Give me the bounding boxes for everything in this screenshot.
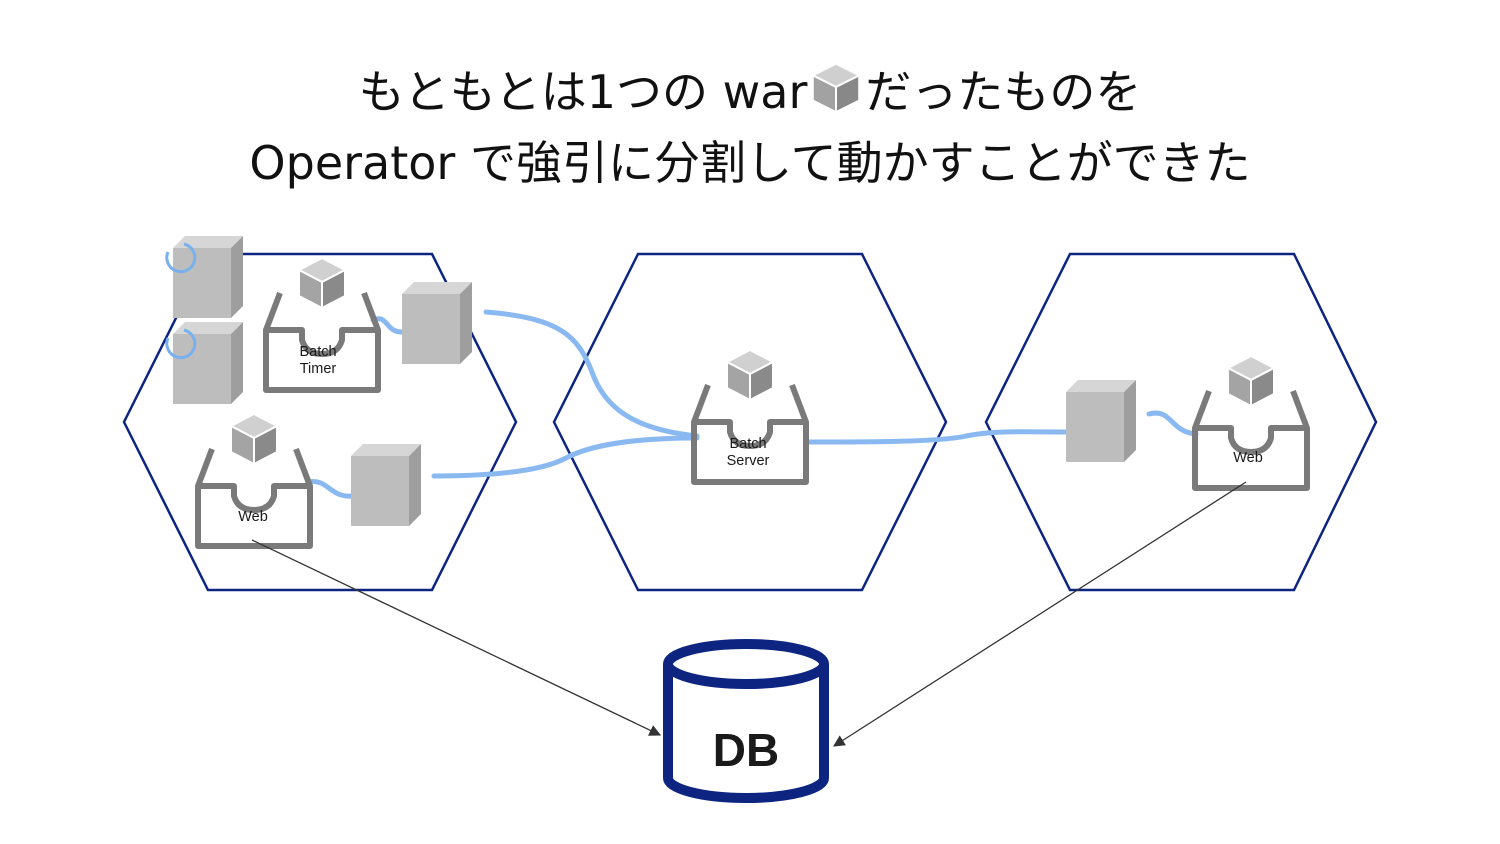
web-left-component — [198, 414, 310, 546]
service-cube-web-right — [1066, 380, 1136, 462]
pod-hexagon-right — [984, 252, 1378, 592]
refresh-icon — [165, 242, 197, 360]
link-timer-cube-to-batch-server — [483, 309, 700, 439]
pod-hexagon-center — [552, 252, 948, 592]
link-cube-to-web — [1146, 410, 1199, 437]
batch-timer-label-line-2: Timer — [300, 361, 337, 377]
batch-timer-label-line-1: Batch — [299, 344, 336, 360]
batch-server-label-line-1: Batch — [729, 436, 766, 452]
pod-hexagon-left — [122, 252, 518, 592]
link-web-to-cube — [305, 479, 355, 499]
title-line-1-after: だったものを — [865, 65, 1142, 119]
batch-server-label-line-2: Server — [727, 453, 770, 469]
web-right-label: Web — [1233, 450, 1263, 466]
package-cube-icon — [811, 62, 862, 114]
service-cube-timer — [402, 282, 472, 364]
replica-cube-1 — [173, 236, 243, 318]
title-line-1: もともとは1つの war だったものを — [0, 58, 1500, 116]
title-line-1-before: もともとは1つの war — [358, 65, 808, 119]
replica-cube-2 — [173, 322, 243, 404]
database-icon — [663, 639, 829, 803]
link-web-cube-to-batch-server — [431, 435, 700, 479]
web-left-label: Web — [238, 509, 268, 525]
link-batch-server-to-cube — [803, 429, 1069, 445]
service-cube-web-left — [351, 444, 421, 526]
arrow-web-right-to-db — [833, 481, 1247, 747]
web-right-component — [1195, 356, 1307, 488]
db-label: DB — [713, 724, 779, 776]
arrow-web-left-to-db — [251, 539, 662, 736]
title-line-2: Operator で強引に分割して動かすことができた — [249, 136, 1251, 190]
